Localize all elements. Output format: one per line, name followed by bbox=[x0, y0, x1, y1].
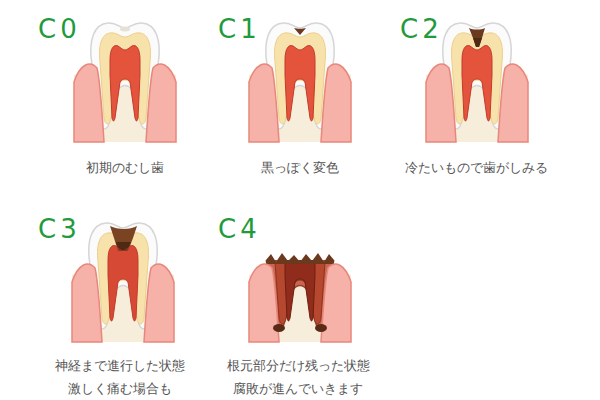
stage-code: C3 bbox=[38, 214, 81, 244]
tooth-c1 bbox=[249, 23, 351, 142]
tooth-c3 bbox=[72, 223, 174, 342]
stage-code: C4 bbox=[218, 214, 261, 244]
tooth-c0 bbox=[74, 23, 176, 142]
tooth-c4 bbox=[249, 223, 351, 342]
stage-code: C2 bbox=[400, 14, 443, 44]
caption: 冷たいもので歯がしみる bbox=[405, 160, 548, 176]
caption: 激しく痛む場合も bbox=[68, 381, 172, 397]
caption: 腐敗が進んでいきます bbox=[233, 381, 363, 397]
caption: 黒っぽく変色 bbox=[261, 160, 339, 176]
caption: 初期のむし歯 bbox=[86, 160, 164, 176]
stage-code: C1 bbox=[218, 14, 261, 44]
caption: 神経まで進行した状態 bbox=[55, 358, 185, 374]
stage-code: C0 bbox=[38, 14, 81, 44]
caption: 根元部分だけ残った状態 bbox=[227, 358, 370, 374]
